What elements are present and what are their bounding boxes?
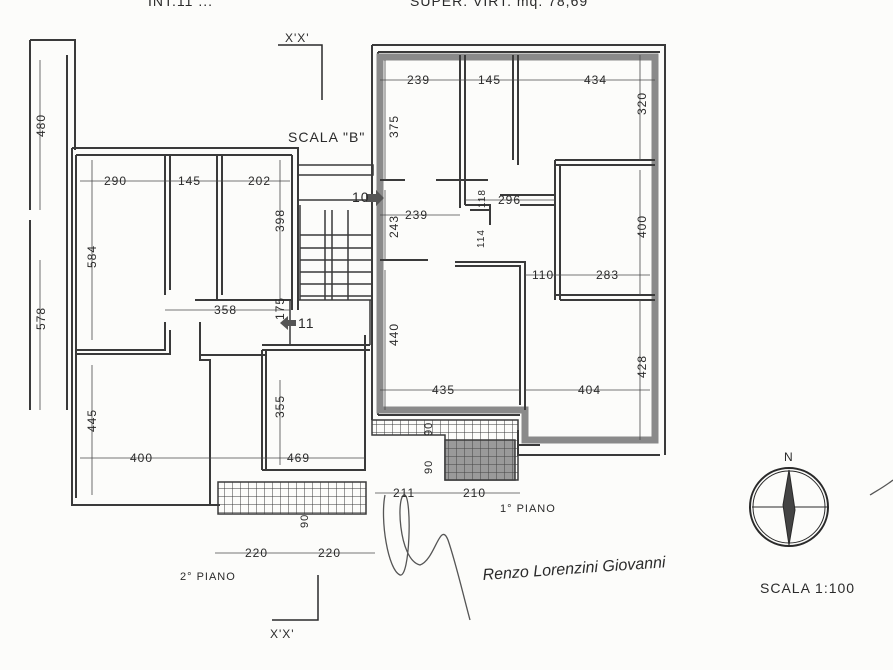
- dim-left-480: 480: [34, 114, 48, 137]
- arrow-unit-10: [366, 190, 384, 206]
- dim-398: 398: [273, 209, 287, 232]
- dim-358: 358: [214, 303, 237, 317]
- compass-rose: [749, 467, 829, 547]
- arrow-unit-11: [280, 316, 296, 330]
- dim-220-b: 220: [318, 546, 341, 560]
- dim-90-left: 90: [299, 514, 311, 528]
- compass-north-label: N: [784, 450, 793, 464]
- dim-175: 175: [273, 297, 287, 320]
- dim-r-90-b: 90: [423, 460, 435, 474]
- dim-r-404: 404: [578, 383, 601, 397]
- dim-r-283: 283: [596, 268, 619, 282]
- right-balcony-strip: [444, 439, 516, 481]
- dim-r-440: 440: [387, 323, 401, 346]
- dim-584: 584: [85, 245, 99, 268]
- dim-220-a: 220: [245, 546, 268, 560]
- dim-r-110: 110: [532, 268, 554, 282]
- floor-label-second: 2° PIANO: [180, 571, 236, 583]
- dim-445: 445: [85, 409, 99, 432]
- section-marker-bottom-label: X'X': [270, 627, 295, 641]
- dim-290: 290: [104, 174, 127, 188]
- floor-label-first: 1° PIANO: [500, 503, 556, 515]
- dim-r-145: 145: [478, 73, 501, 87]
- section-marker-bottom: [272, 575, 319, 621]
- signature-scribble: [382, 479, 893, 621]
- dimension-lines: [39, 55, 655, 554]
- dim-145: 145: [178, 174, 201, 188]
- dim-r-435: 435: [432, 383, 455, 397]
- left-apartment-walls: [29, 39, 370, 506]
- unit-marker-10: 10: [352, 189, 370, 205]
- dim-r-90-a: 90: [423, 422, 435, 436]
- dim-r-118: 118: [477, 189, 488, 208]
- signature-text: Renzo Lorenzini Giovanni: [482, 554, 666, 584]
- section-marker-top: [278, 44, 323, 100]
- scale-note: SCALA 1:100: [760, 580, 856, 596]
- dim-r-428: 428: [635, 355, 649, 378]
- dim-r-434: 434: [584, 73, 607, 87]
- dim-r-210: 210: [463, 486, 486, 500]
- dim-r-320: 320: [635, 92, 649, 115]
- dim-r-243: 243: [387, 215, 401, 238]
- left-balcony: [217, 481, 367, 515]
- dim-r-400: 400: [635, 215, 649, 238]
- dim-r-239-mid: 239: [405, 208, 428, 222]
- stair-block: [289, 164, 374, 345]
- section-marker-top-label: X'X': [285, 31, 310, 45]
- dim-r-211: 211: [393, 486, 415, 500]
- header-right-text: SUPER. VIRT. mq. 78,69: [410, 0, 589, 9]
- header-left-text: INT.11 ...: [148, 0, 213, 9]
- dim-400: 400: [130, 451, 153, 465]
- dim-r-375: 375: [387, 115, 401, 138]
- right-apartment-partitions: [380, 55, 655, 410]
- dim-202: 202: [248, 174, 271, 188]
- dim-r-239-top: 239: [407, 73, 430, 87]
- dim-r-114: 114: [476, 229, 487, 248]
- dim-355: 355: [273, 395, 287, 418]
- dim-left-578: 578: [34, 307, 48, 330]
- plan-texts: X'X' X'X' SCALA "B" 10 11 2° PIANO 1° PI…: [34, 31, 649, 641]
- unit-highlight-outline: [376, 53, 659, 444]
- dim-r-296: 296: [498, 193, 521, 207]
- unit-marker-11: 11: [298, 315, 315, 331]
- dim-469: 469: [287, 451, 310, 465]
- stair-label: SCALA "B": [288, 129, 365, 145]
